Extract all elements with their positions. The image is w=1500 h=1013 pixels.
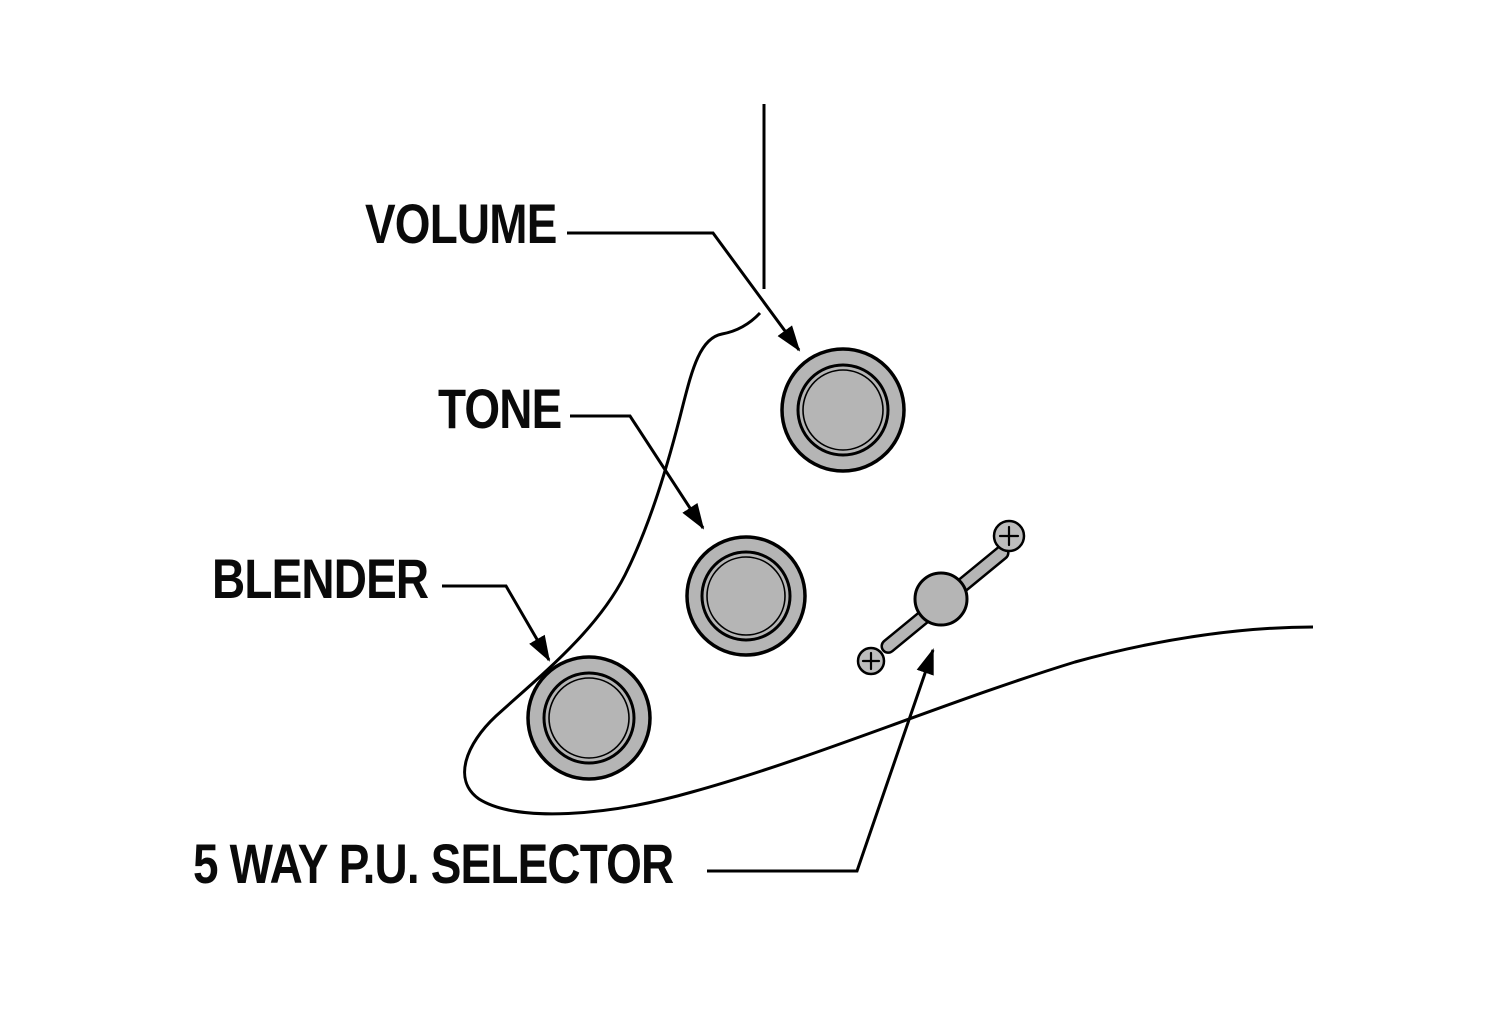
volume-knob [780, 347, 906, 473]
pickup-selector-switch [856, 519, 1026, 676]
tone-knob [685, 535, 807, 657]
blender-knob [526, 655, 652, 781]
volume-label: VOLUME [365, 192, 557, 255]
guitar-body-outline [463, 311, 1314, 816]
selector-arrow [707, 648, 935, 873]
screw-icon [856, 646, 886, 676]
blender-arrow [442, 584, 551, 662]
blender-label: BLENDER [212, 547, 429, 610]
selector-tip [913, 571, 969, 627]
selector-label: 5 WAY P.U. SELECTOR [193, 832, 674, 895]
screw-icon [992, 519, 1026, 553]
volume-arrow [567, 231, 801, 352]
tone-arrow [570, 414, 705, 530]
tone-label: TONE [438, 377, 562, 440]
